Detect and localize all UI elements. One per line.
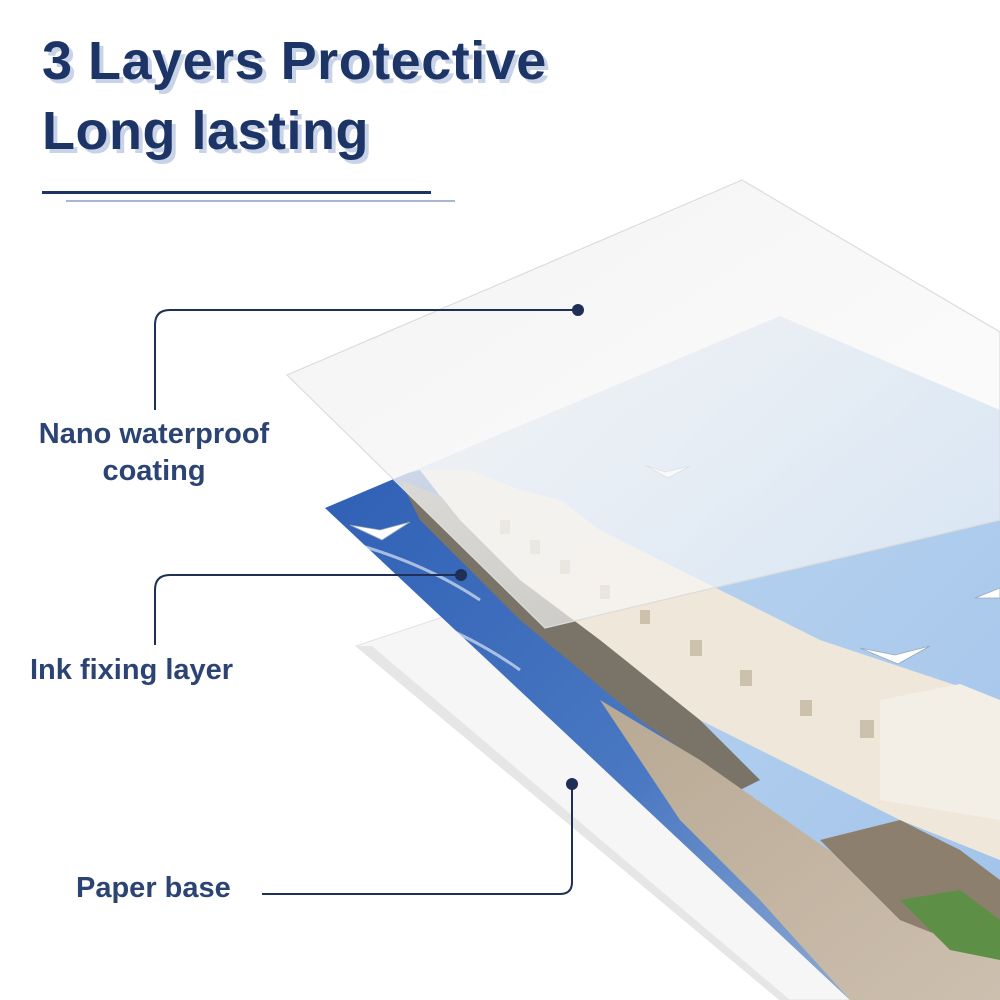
title-underline-dark	[42, 191, 431, 194]
label-paper-base: Paper base	[76, 872, 231, 904]
nano-coating-film	[285, 179, 1000, 629]
connector-dot-ink	[455, 569, 467, 581]
label-ink-fixing-layer: Ink fixing layer	[30, 654, 234, 686]
label-nano-line2: coating	[102, 454, 206, 487]
connector-lines	[154, 309, 578, 895]
connector-dot-paper	[566, 778, 578, 790]
title-line-1: 3 Layers Protective	[42, 31, 547, 91]
label-nano-waterproof-coating: Nano waterproof coating	[18, 416, 290, 490]
title-line-2: Long lasting	[42, 101, 369, 161]
connector-dot-nano	[572, 304, 584, 316]
title-underline-light	[66, 200, 455, 202]
beach	[600, 700, 1000, 1000]
label-nano-line1: Nano waterproof	[38, 418, 270, 450]
